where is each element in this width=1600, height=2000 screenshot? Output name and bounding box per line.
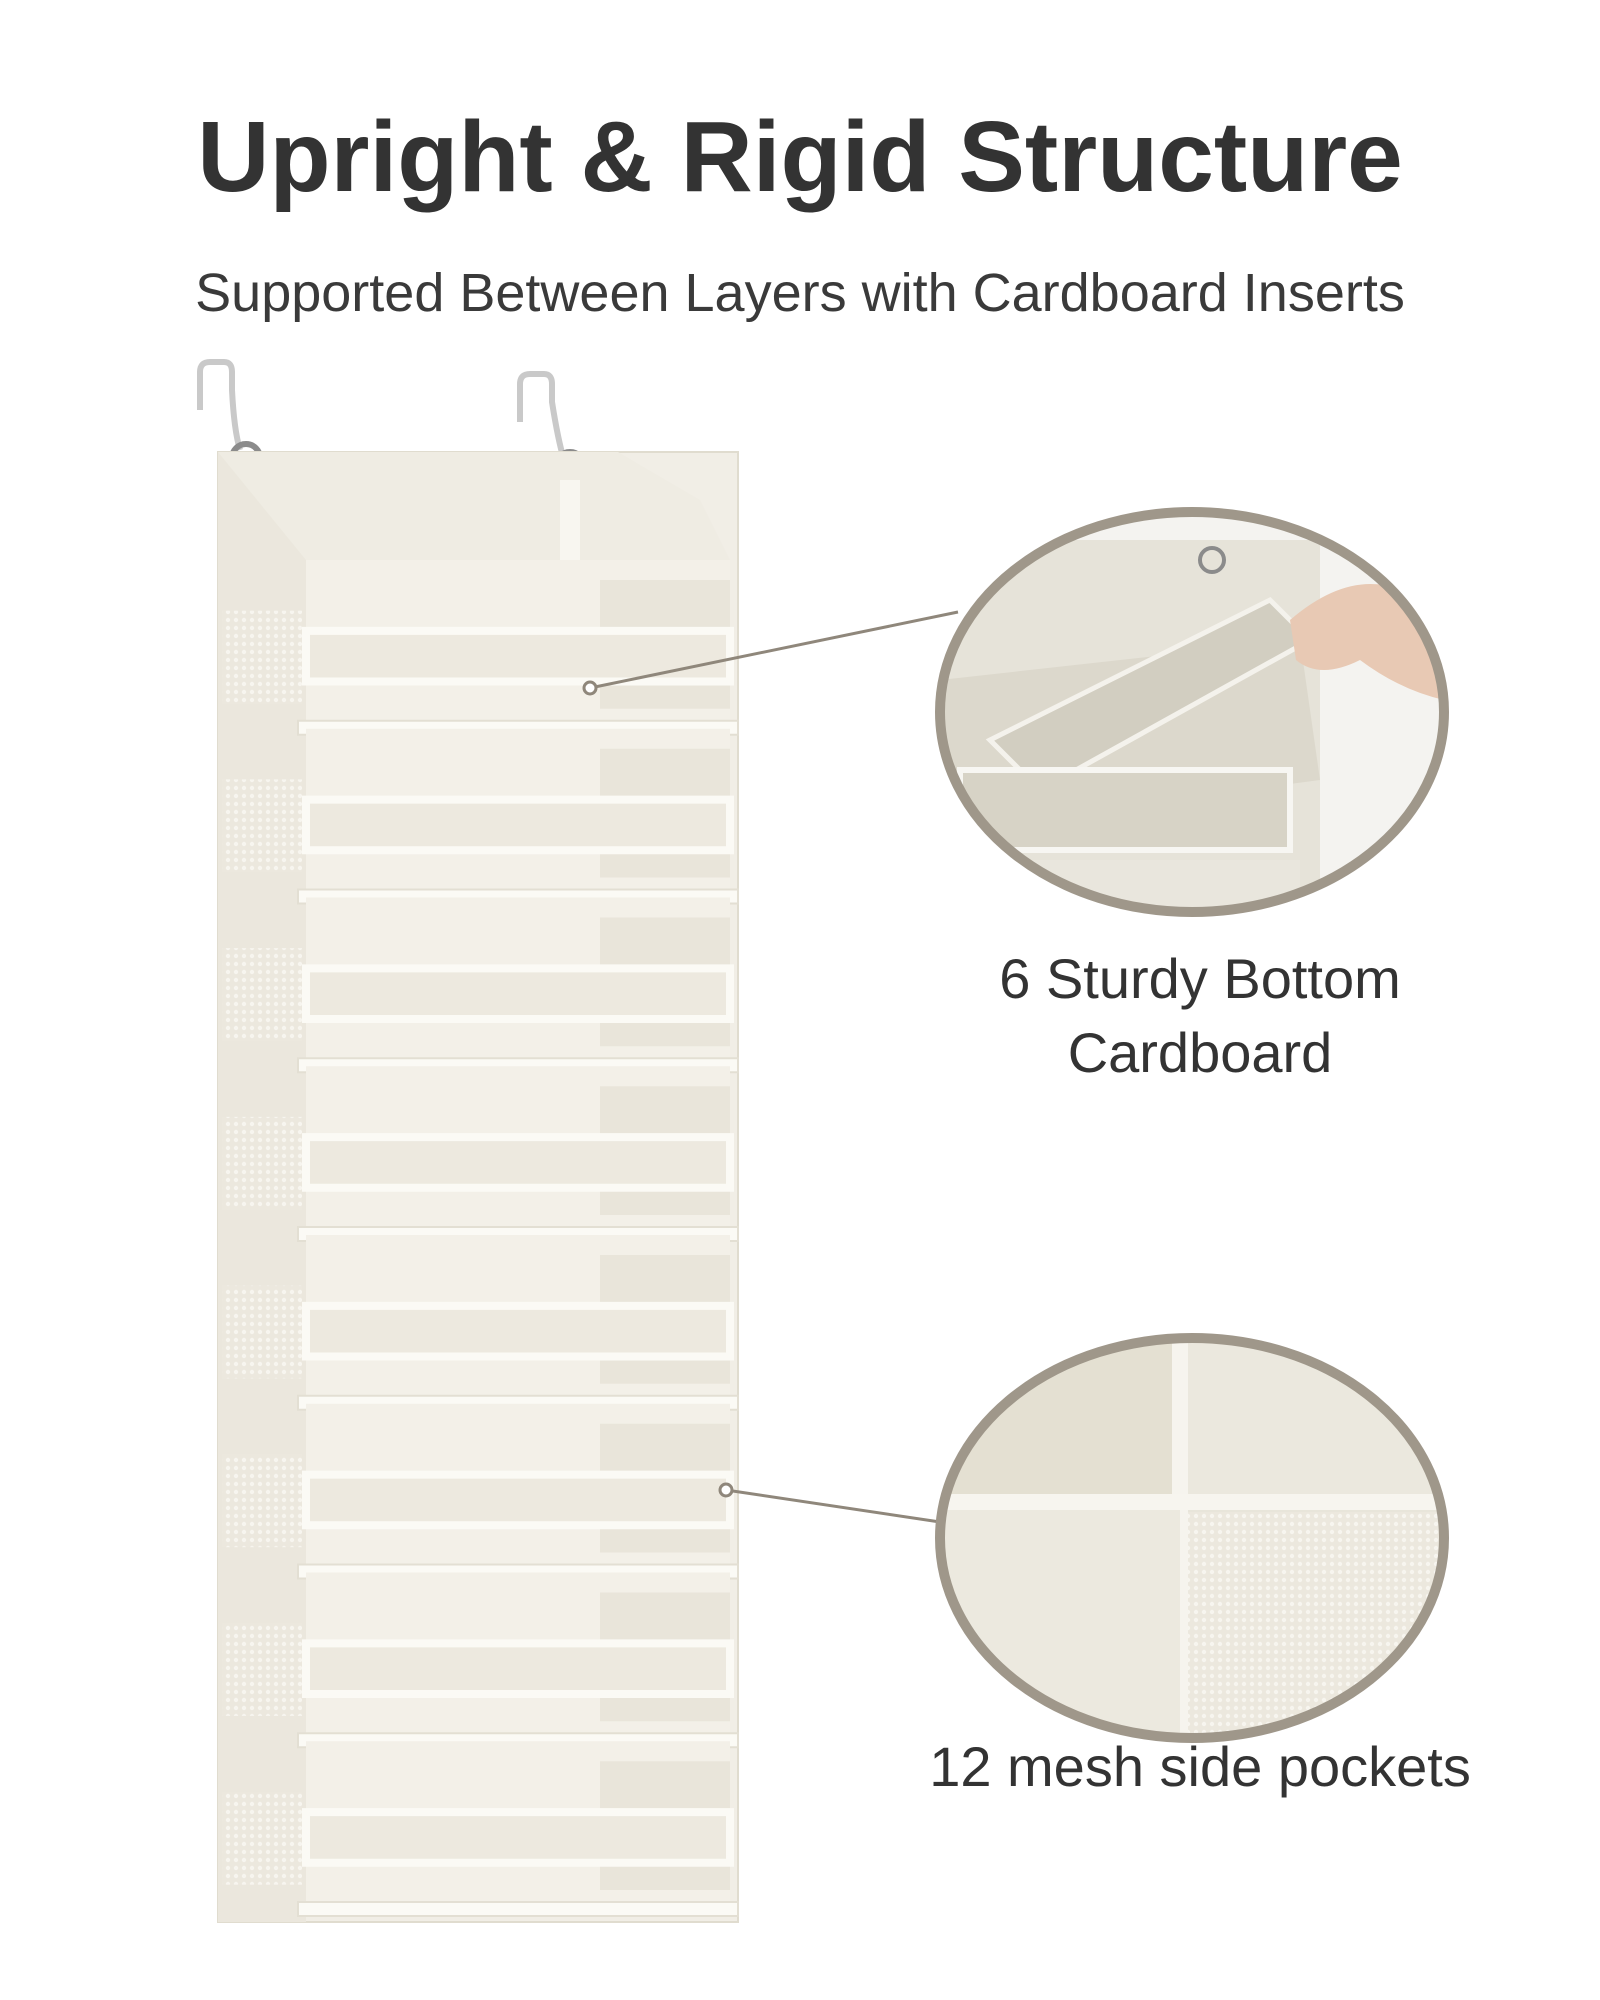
callout-label-line1: 6 Sturdy Bottom bbox=[999, 947, 1401, 1010]
shelf-6 bbox=[222, 1403, 739, 1580]
shelf-8 bbox=[222, 1741, 739, 1917]
leader-lines bbox=[582, 610, 959, 1524]
shelf-7 bbox=[222, 1572, 739, 1749]
side-mesh-pocket bbox=[222, 1285, 302, 1379]
shelf-rows bbox=[222, 560, 739, 1917]
page-subtitle: Supported Between Layers with Cardboard … bbox=[195, 263, 1405, 323]
callout-label-mesh-pockets: 12 mesh side pockets bbox=[929, 1735, 1471, 1798]
shelf-2 bbox=[222, 728, 739, 905]
side-mesh-pocket bbox=[222, 610, 302, 704]
detail-mesh-pocket bbox=[935, 1333, 1449, 1743]
side-mesh-pocket bbox=[222, 779, 302, 873]
callout-label-line2: Cardboard bbox=[1067, 1021, 1333, 1084]
page-title: Upright & Rigid Structure bbox=[197, 101, 1403, 213]
side-mesh-pocket bbox=[222, 1116, 302, 1210]
detail-cardboard-insert bbox=[935, 507, 1449, 917]
shelf-3 bbox=[222, 897, 739, 1074]
side-mesh-pocket bbox=[222, 948, 302, 1041]
side-mesh-pocket bbox=[222, 1623, 302, 1716]
side-mesh-pocket bbox=[222, 1791, 302, 1885]
side-mesh-pocket bbox=[222, 1454, 302, 1548]
callout-label-cardboard: 6 Sturdy Bottom Cardboard bbox=[900, 942, 1500, 1090]
